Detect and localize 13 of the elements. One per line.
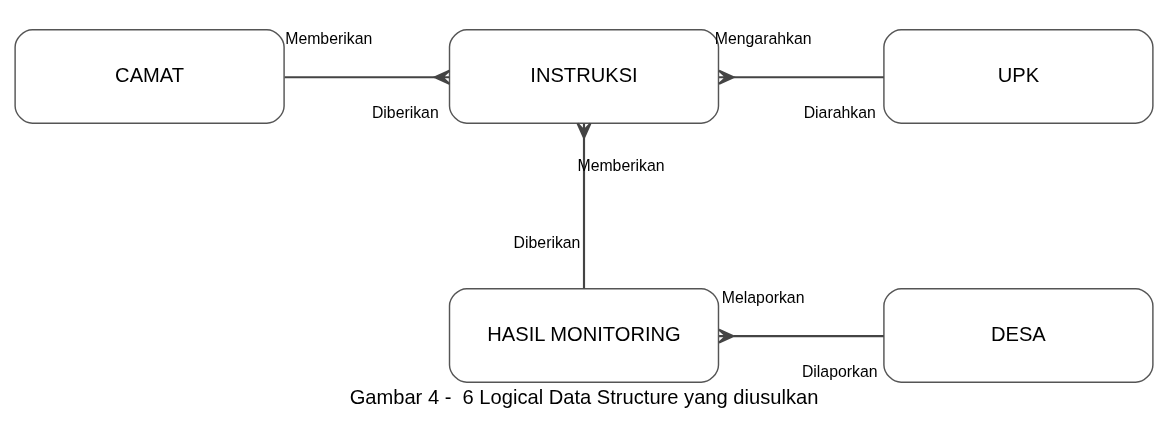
- connector: [718, 328, 884, 344]
- caption: Gambar 4 - 6 Logical Data Structure yang diusulkan: [349, 386, 819, 409]
- node-box: UPK: [883, 29, 1154, 124]
- connector: [284, 69, 451, 85]
- connector: [718, 69, 884, 85]
- label: Diberikan: [513, 234, 581, 252]
- node-box: DESA: [883, 287, 1154, 383]
- connector: [576, 122, 592, 289]
- label: Diarahkan: [803, 104, 876, 122]
- label: Memberikan: [285, 30, 373, 48]
- node-box: CAMAT: [14, 29, 285, 124]
- node-box: HASIL MONITORING: [448, 287, 720, 383]
- label: Diberikan: [371, 104, 439, 122]
